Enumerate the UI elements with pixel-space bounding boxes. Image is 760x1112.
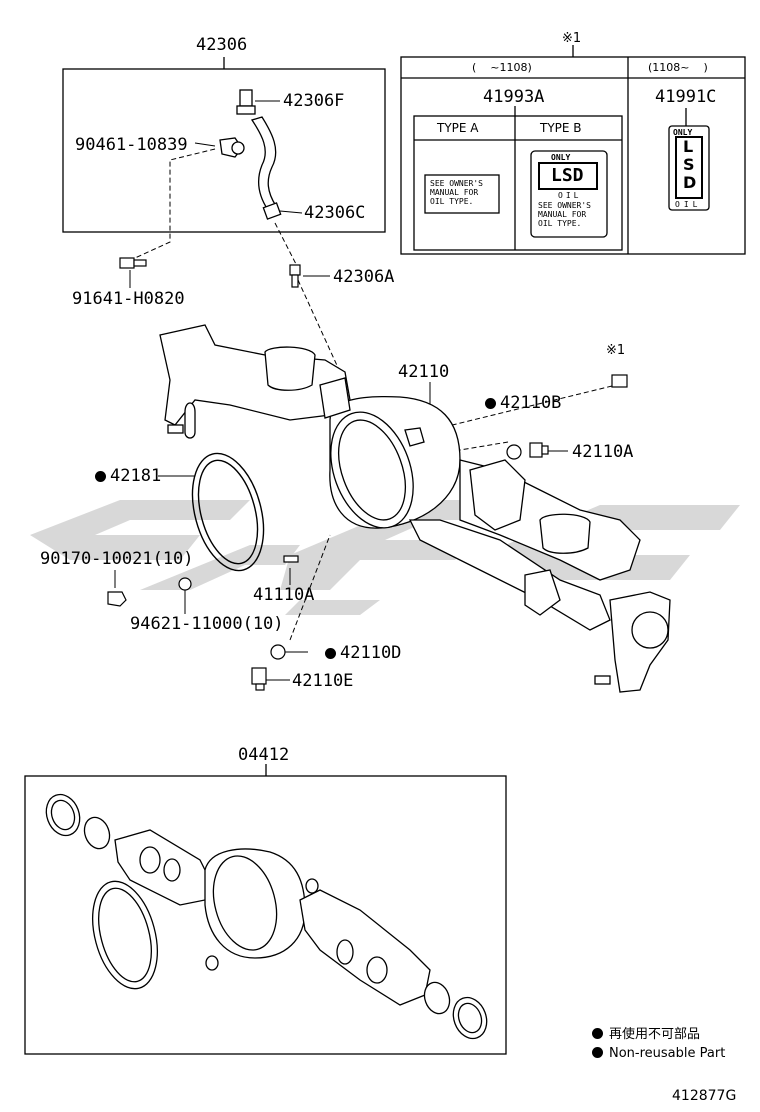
table-type-a: TYPE A [437, 121, 479, 135]
axle-kit-04412 [45, 793, 488, 1040]
type-b-oil: OIL [558, 191, 582, 200]
vert-label-s: S [683, 155, 695, 174]
gasket-42181 [191, 452, 265, 572]
type-b-only: ONLY [551, 153, 571, 162]
label-42306A: 42306A [333, 267, 395, 287]
union-42306A [289, 264, 301, 288]
gasket-42110D [270, 644, 286, 660]
table-col1-range: ( ~1108) [472, 61, 532, 74]
table-mark: ※1 [562, 31, 582, 46]
vert-label-l: L [683, 137, 694, 156]
vert-label-d: D [683, 173, 697, 192]
label-42181: 42181 [80, 466, 161, 486]
legend-bullet [592, 1047, 603, 1058]
washer-42110B [506, 444, 522, 460]
bolt-91641 [119, 257, 147, 269]
legend-en: Non-reusable Part [592, 1046, 725, 1062]
label-42306F: 42306F [283, 91, 345, 111]
type-b-lsd: LSD [551, 165, 584, 186]
label-04412: 04412 [238, 745, 290, 765]
plug-42110A [529, 442, 549, 458]
vert-label-only: ONLY [673, 128, 693, 137]
vert-label-oil: OIL [675, 200, 702, 209]
label-tag-icon [611, 374, 628, 388]
label-94621-11000: 94621-11000(10) [130, 614, 284, 634]
breather-hose [219, 89, 282, 220]
legend-bullet [592, 1028, 603, 1039]
label-42110A: 42110A [572, 442, 634, 462]
note-mark-1: ※1 [606, 343, 626, 358]
label-42110E: 42110E [292, 671, 354, 691]
table-col2-range: (1108~ ) [648, 61, 708, 74]
legend-jp: 再使用不可部品 [592, 1027, 700, 1043]
label-42110B: 42110B [470, 393, 561, 413]
table-col1-part: 41993A [483, 87, 545, 107]
label-41110A: 41110A [253, 585, 315, 605]
type-a-text: SEE OWNER'S MANUAL FOR OIL TYPE. [430, 179, 483, 206]
axle-housing-42110 [159, 324, 671, 693]
washer-90170 [107, 591, 127, 607]
label-42110: 42110 [398, 362, 450, 382]
legend-jp-text: 再使用不可部品 [609, 1027, 701, 1042]
label-90461-10839: 90461-10839 [75, 135, 188, 155]
table-col2-part: 41991C [655, 87, 717, 107]
label-42306C: 42306C [304, 203, 366, 223]
nut-94621 [178, 577, 192, 591]
table-type-b: TYPE B [540, 121, 582, 135]
label-42306: 42306 [196, 35, 248, 55]
plug-42110E [251, 667, 267, 691]
label-91641-H0820: 91641-H0820 [72, 289, 185, 309]
type-b-text: SEE OWNER'S MANUAL FOR OIL TYPE. [538, 201, 591, 228]
label-90170-10021: 90170-10021(10) [40, 549, 194, 569]
stud-41110A [283, 555, 299, 563]
label-42110D: 42110D [310, 643, 401, 663]
figure-id: 412877G [672, 1088, 737, 1104]
legend-en-text: Non-reusable Part [609, 1046, 726, 1061]
